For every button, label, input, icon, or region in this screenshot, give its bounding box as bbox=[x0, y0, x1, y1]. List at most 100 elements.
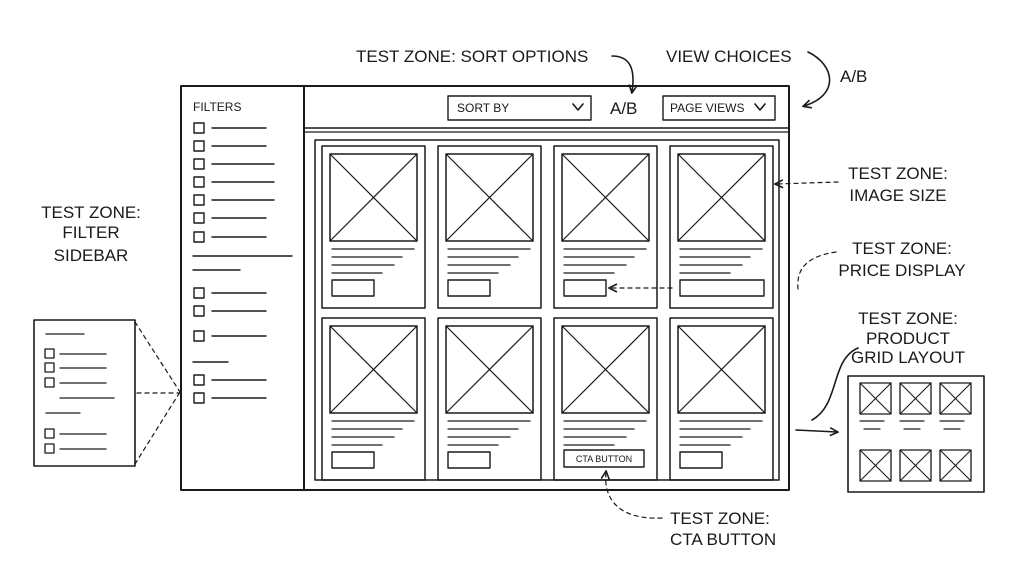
product-card-frame bbox=[669, 145, 774, 309]
cta-button-frame[interactable] bbox=[563, 449, 645, 468]
price-box bbox=[447, 279, 491, 297]
price-display-zone-label-1: TEST ZONE: bbox=[852, 239, 952, 258]
filter-option[interactable] bbox=[193, 122, 267, 134]
checkbox-icon[interactable] bbox=[193, 122, 205, 134]
filter-option[interactable] bbox=[193, 374, 267, 386]
sort-options-label: TEST ZONE: SORT OPTIONS bbox=[356, 47, 588, 66]
cta-button[interactable]: CTA BUTTON bbox=[563, 449, 645, 468]
image-placeholder-icon bbox=[899, 382, 932, 415]
sort-dropdown[interactable]: SORT BY bbox=[447, 95, 592, 121]
image-placeholder-frame bbox=[445, 325, 534, 414]
filter-option[interactable] bbox=[193, 287, 267, 299]
checkbox-icon[interactable] bbox=[193, 374, 205, 386]
view-choices-arrow bbox=[804, 51, 831, 106]
product-card[interactable] bbox=[437, 145, 542, 309]
product-card-frame bbox=[669, 317, 774, 481]
thumb-filter-option bbox=[44, 428, 107, 439]
checkbox-icon bbox=[44, 362, 55, 373]
price-box bbox=[331, 279, 375, 297]
image-placeholder-icon bbox=[561, 153, 650, 242]
product-card-frame bbox=[437, 317, 542, 481]
checkbox-icon[interactable] bbox=[193, 305, 205, 317]
checkbox-icon[interactable] bbox=[193, 330, 205, 342]
image-size-zone-label-1: TEST ZONE: bbox=[848, 164, 948, 183]
filter-option[interactable] bbox=[193, 176, 275, 188]
image-placeholder-diagonal bbox=[859, 449, 892, 482]
filter-option[interactable] bbox=[193, 194, 275, 206]
thumb-product bbox=[859, 449, 892, 482]
page-views-dropdown[interactable]: PAGE VIEWS bbox=[662, 95, 776, 121]
thumb-product bbox=[859, 382, 892, 430]
checkbox-icon bbox=[44, 377, 55, 388]
grid-layout-zone-label-1: TEST ZONE: bbox=[858, 309, 958, 328]
filter-option[interactable] bbox=[193, 392, 267, 404]
filter-option[interactable] bbox=[193, 140, 267, 152]
checkbox-icon[interactable] bbox=[193, 158, 205, 170]
product-card-frame bbox=[553, 317, 658, 481]
price-box bbox=[331, 451, 375, 469]
thumb-filter-option bbox=[44, 377, 107, 388]
image-placeholder-diagonal bbox=[445, 325, 534, 414]
checkbox-icon[interactable] bbox=[193, 140, 205, 152]
image-size-zone-label-2: IMAGE SIZE bbox=[849, 186, 946, 205]
grid-layout-zone-label-3: GRID LAYOUT bbox=[851, 348, 965, 367]
thumb-product bbox=[939, 382, 972, 430]
grid-layout-variant-thumbnail bbox=[847, 375, 985, 493]
image-placeholder-icon bbox=[561, 325, 650, 414]
product-card[interactable] bbox=[553, 145, 658, 309]
product-card[interactable] bbox=[437, 317, 542, 481]
image-placeholder-diagonal bbox=[939, 449, 972, 482]
thumb-product bbox=[939, 449, 972, 482]
price-display-connector-a bbox=[797, 251, 837, 290]
cta-button-label[interactable]: CTA BUTTON bbox=[576, 454, 632, 464]
filter-sidebar-zone-label-1: TEST ZONE: bbox=[41, 203, 141, 222]
image-placeholder-frame bbox=[677, 325, 766, 414]
view-ab-label: A/B bbox=[840, 67, 867, 86]
product-card[interactable]: CTA BUTTON bbox=[553, 317, 658, 481]
main-page-frame bbox=[180, 85, 790, 491]
filter-option[interactable] bbox=[193, 305, 267, 317]
cta-zone-label-1: TEST ZONE: bbox=[670, 509, 770, 528]
filter-option[interactable] bbox=[193, 231, 267, 243]
price-display-zone-label-2: PRICE DISPLAY bbox=[838, 261, 965, 280]
image-placeholder-frame bbox=[445, 153, 534, 242]
image-placeholder-diagonal bbox=[677, 153, 766, 242]
filter-option[interactable] bbox=[193, 158, 275, 170]
image-size-arrow bbox=[776, 182, 839, 184]
thumb-product bbox=[899, 449, 932, 482]
checkbox-icon[interactable] bbox=[193, 231, 205, 243]
image-placeholder-diagonal bbox=[939, 382, 972, 415]
checkbox-icon[interactable] bbox=[193, 287, 205, 299]
filter-sidebar-zone-label-3: SIDEBAR bbox=[54, 246, 129, 265]
product-card-frame bbox=[437, 145, 542, 309]
product-card[interactable] bbox=[669, 145, 774, 309]
image-placeholder-icon bbox=[329, 153, 418, 242]
image-placeholder-diagonal bbox=[329, 325, 418, 414]
checkbox-icon[interactable] bbox=[193, 392, 205, 404]
image-placeholder-icon bbox=[859, 449, 892, 482]
checkbox-icon[interactable] bbox=[193, 212, 205, 224]
image-placeholder-icon bbox=[329, 325, 418, 414]
filter-sidebar-variant-thumbnail bbox=[33, 319, 136, 467]
checkbox-icon bbox=[44, 443, 55, 454]
checkbox-icon bbox=[44, 428, 55, 439]
product-card[interactable] bbox=[321, 145, 426, 309]
image-placeholder-diagonal bbox=[859, 382, 892, 415]
filter-option[interactable] bbox=[193, 330, 267, 342]
image-placeholder-icon bbox=[939, 449, 972, 482]
chevron-down-icon bbox=[572, 103, 584, 111]
product-grid bbox=[314, 139, 780, 481]
checkbox-icon[interactable] bbox=[193, 176, 205, 188]
view-choices-label: VIEW CHOICES bbox=[666, 47, 792, 66]
image-placeholder-diagonal bbox=[899, 382, 932, 415]
checkbox-icon[interactable] bbox=[193, 194, 205, 206]
image-placeholder-diagonal bbox=[677, 325, 766, 414]
cta-arrow bbox=[606, 472, 663, 519]
product-card[interactable] bbox=[669, 317, 774, 481]
thumb-filter-option bbox=[44, 362, 107, 373]
image-placeholder-frame bbox=[561, 153, 650, 242]
image-placeholder-diagonal bbox=[329, 153, 418, 242]
product-card[interactable] bbox=[321, 317, 426, 481]
filter-option[interactable] bbox=[193, 212, 267, 224]
